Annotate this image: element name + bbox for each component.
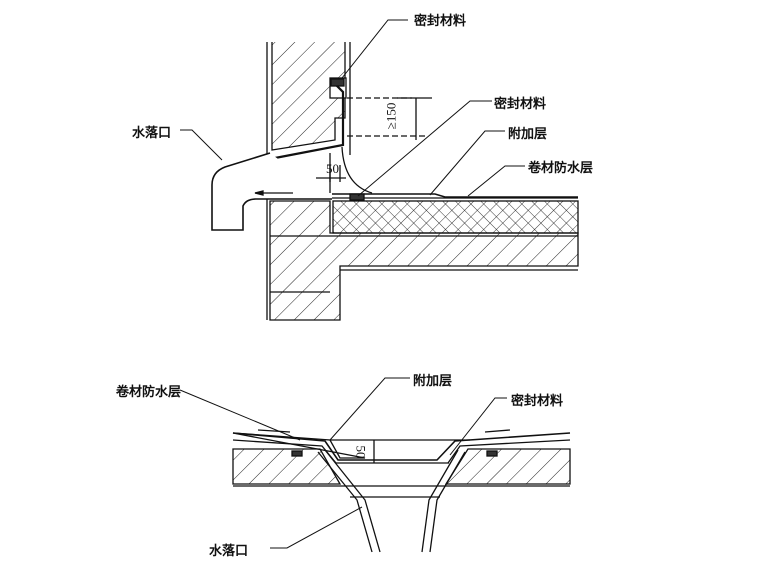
slab-right xyxy=(444,448,571,485)
slab-left xyxy=(232,448,342,485)
label-outlet-bottom: 水落口 xyxy=(209,544,249,559)
label-sealant-lower: 密封材料 xyxy=(494,97,547,112)
outlet-pipe-right xyxy=(421,449,466,553)
top-detail xyxy=(180,19,579,321)
label-sealant-upper: 密封材料 xyxy=(414,14,467,29)
dimension-height: ≥150 xyxy=(383,102,399,130)
bottom-detail xyxy=(179,377,571,553)
label-membrane: 卷材防水层 xyxy=(528,161,594,176)
dimension-depth: 50 xyxy=(353,445,369,459)
outlet-spout xyxy=(211,152,332,231)
label-membrane-bottom: 卷材防水层 xyxy=(116,385,182,400)
flashing xyxy=(274,81,345,160)
sealant-upper xyxy=(330,78,345,87)
insulation-layer xyxy=(332,200,579,234)
label-additional-layer-bottom: 附加层 xyxy=(413,374,453,389)
outlet-pipe-left xyxy=(317,449,381,553)
dimension-width: 50 xyxy=(326,161,339,176)
label-outlet: 水落口 xyxy=(132,126,172,141)
membrane-bottom xyxy=(232,432,571,461)
label-additional-layer: 附加层 xyxy=(508,127,548,142)
concrete-slab xyxy=(269,200,579,321)
parapet-wall xyxy=(271,42,346,151)
sealant-lower xyxy=(349,193,365,201)
label-sealant-bottom: 密封材料 xyxy=(511,394,564,409)
